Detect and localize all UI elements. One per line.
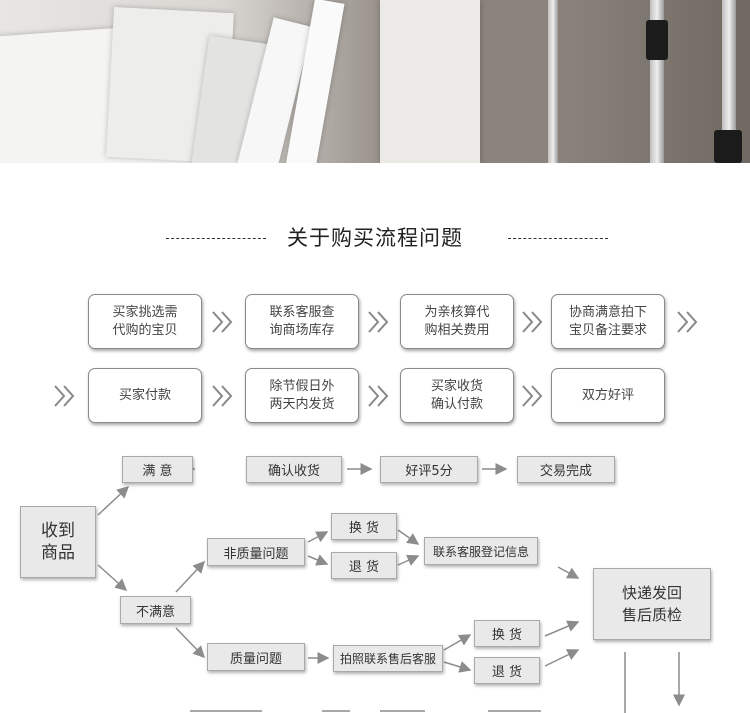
arrow-icon: [398, 556, 418, 565]
box-exchange: 换 货: [331, 513, 397, 540]
arrow-icon: [176, 562, 204, 592]
box-return: 退 货: [331, 552, 397, 579]
arrow-icon: [545, 622, 578, 636]
arrow-icon: [444, 635, 470, 650]
box-exchange-2: 换 货: [474, 620, 540, 647]
arrow-icon: [308, 532, 327, 542]
box-received-goods: 收到 商品: [20, 506, 96, 578]
box-deal-done: 交易完成: [517, 456, 615, 483]
box-quality-issue: 质量问题: [207, 643, 305, 671]
box-express-back: 快递发回 售后质检: [593, 568, 711, 640]
arrow-icon: [308, 556, 327, 564]
box-contact-register: 联系客服登记信息: [424, 537, 538, 565]
arrow-icon: [176, 628, 204, 657]
arrow-icon: [98, 565, 126, 590]
arrow-icon: [444, 662, 470, 670]
box-non-quality-issue: 非质量问题: [207, 538, 305, 566]
arrow-icon: [398, 530, 418, 544]
box-photo-contact: 拍照联系售后客服: [333, 645, 443, 672]
arrow-icon: [545, 650, 578, 666]
box-good-review: 好评5分: [380, 456, 478, 483]
box-satisfied: 满 意: [122, 456, 193, 483]
arrow-icon: [98, 487, 128, 515]
box-unsatisfied: 不满意: [120, 596, 191, 624]
box-confirm-receipt: 确认收货: [246, 456, 342, 483]
box-return-2: 退 货: [474, 657, 540, 684]
arrow-icon: [558, 567, 578, 578]
